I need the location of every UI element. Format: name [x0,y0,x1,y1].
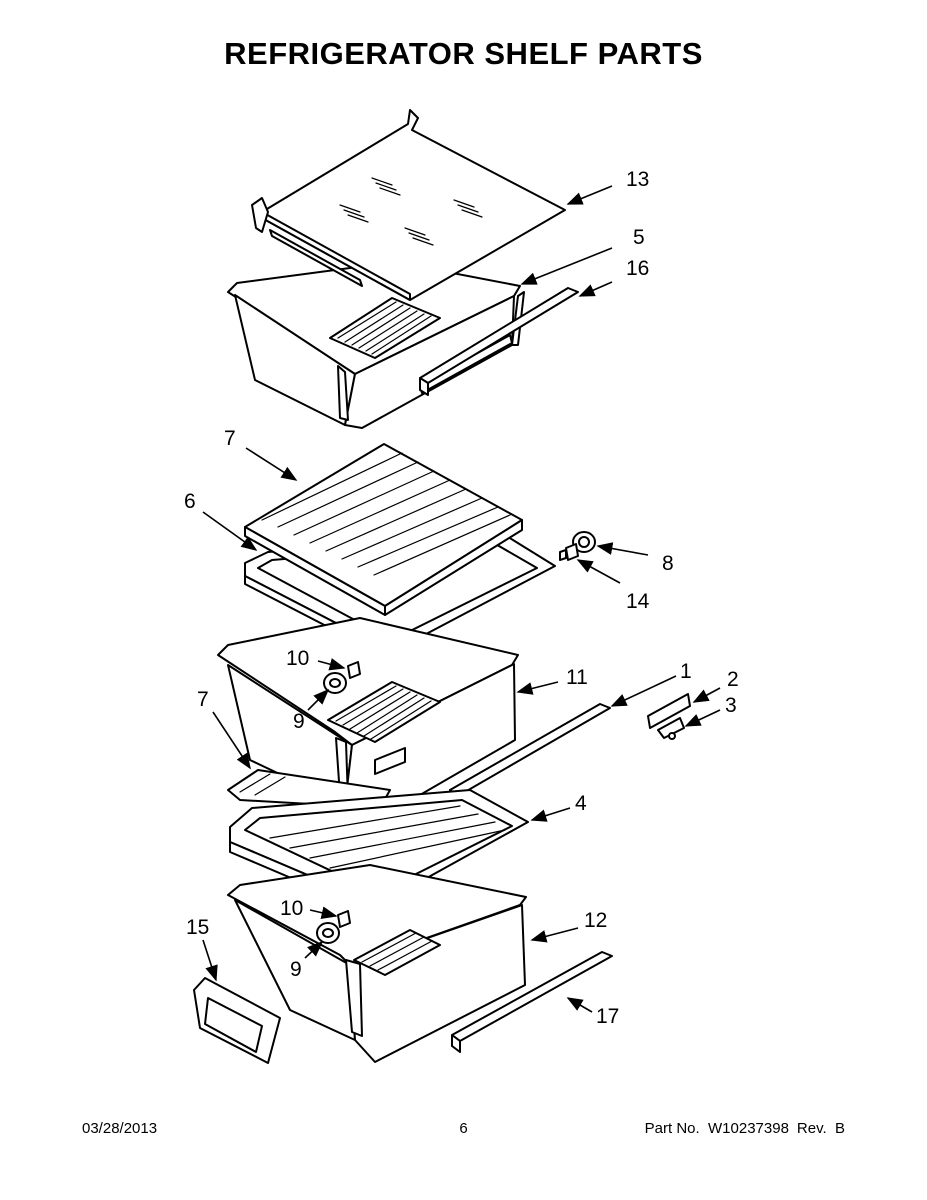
callout-11: 11 [566,666,588,689]
callout-8: 8 [662,552,674,575]
footer-date: 03/28/2013 [82,1120,158,1137]
bracket-2 [647,693,691,729]
callout-16: 16 [626,257,649,280]
callout-13: 13 [626,168,649,191]
footer-page-number: 6 [459,1120,468,1137]
callout-labels: 13 5 16 7 6 8 14 10 11 1 2 3 9 7 4 10 12… [184,168,739,1028]
wheel-9-upper [323,672,347,694]
callout-3: 3 [725,694,737,717]
callout-12: 12 [584,909,607,932]
callout-4: 4 [575,792,587,815]
callout-17: 17 [596,1005,619,1028]
cover-front-bar-16 [419,287,579,396]
page-title: REFRIGERATOR SHELF PARTS [224,36,703,71]
callout-6: 6 [184,490,196,513]
callout-9-lower: 9 [290,958,302,981]
callout-1: 1 [680,660,692,683]
callout-14: 14 [626,590,650,613]
revision-text: Rev. B [796,1120,845,1137]
roller-10-lower [337,910,351,928]
leader-lines [202,185,721,1013]
label-holder-15 [193,977,281,1064]
callout-10-lower: 10 [280,897,303,920]
callout-10-upper: 10 [286,647,309,670]
screw-14 [559,543,579,561]
bracket-3 [657,717,685,740]
crisper-cover-13 [251,109,566,301]
callout-9-upper: 9 [293,710,305,733]
part-number-text: Part No. W10237398 [644,1120,789,1137]
knob-8 [572,531,596,553]
glass-shelf-7-upper [244,443,523,616]
middle-crisper-pan-11 [217,617,519,826]
callout-5: 5 [633,226,645,249]
callout-2: 2 [727,668,739,691]
callout-7-lower: 7 [197,688,209,711]
top-crisper-pan [227,261,525,429]
wheel-9-lower [316,922,340,944]
crisper-front-bar-17 [451,951,613,1053]
footer-part-number: Part No. W10237398 Rev. B [645,1120,845,1137]
roller-10-upper [347,661,361,679]
callout-7-upper: 7 [224,427,236,450]
callout-15: 15 [186,916,209,939]
bottom-crisper-pan-12 [227,864,527,1063]
